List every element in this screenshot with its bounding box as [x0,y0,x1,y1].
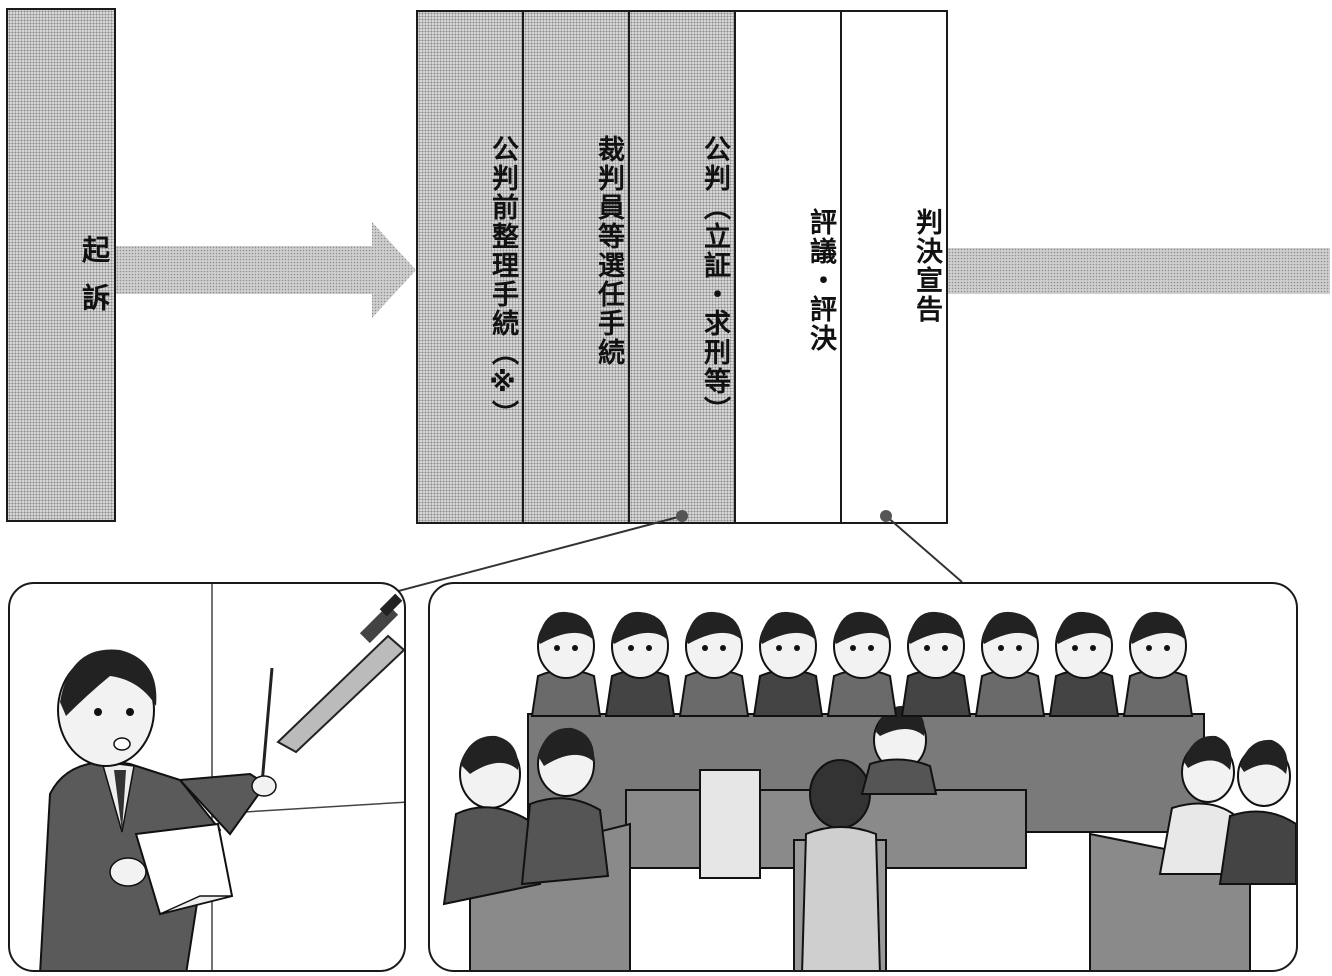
bench-person-icon [678,611,750,717]
stage-public-trial: 公判（立証・求刑等） [630,12,736,522]
arrow-right-icon [116,222,416,318]
courtroom-illustration [428,582,1298,972]
bench-person-icon [974,611,1046,717]
stage-juror-selection: 裁判員等選任手続 [524,12,630,522]
trial-stages: 公判前整理手続（※） 裁判員等選任手続 公判（立証・求刑等） 評議・評決 判決宣… [416,10,948,524]
bench-person-icon [1122,611,1194,717]
bench-person-icon [752,611,824,717]
stage-judgment: 判決宣告 [842,12,946,522]
stage-deliberation: 評議・評決 [736,12,842,522]
prosecution-label: 起訴 [78,235,111,331]
stage-label: 公判（立証・求刑等） [699,135,730,425]
bench-person-icon [530,611,602,717]
prosecutor-illustration [8,582,406,972]
stage-label: 判決宣告 [911,208,942,324]
prosecution-box: 起訴 [6,8,116,522]
stage-label: 裁判員等選任手続 [593,135,624,367]
stage-label: 公判前整理手続（※） [487,135,518,429]
bench-person-icon [604,611,676,717]
knife-evidence-icon [276,593,404,754]
bench-person-icon [900,611,972,717]
arrow-continue-icon [948,248,1330,294]
stage-label: 評議・評決 [805,208,836,353]
bench-person-icon [1048,611,1120,717]
bench-person-icon [826,611,898,717]
stage-pretrial-arrangement: 公判前整理手続（※） [418,12,524,522]
